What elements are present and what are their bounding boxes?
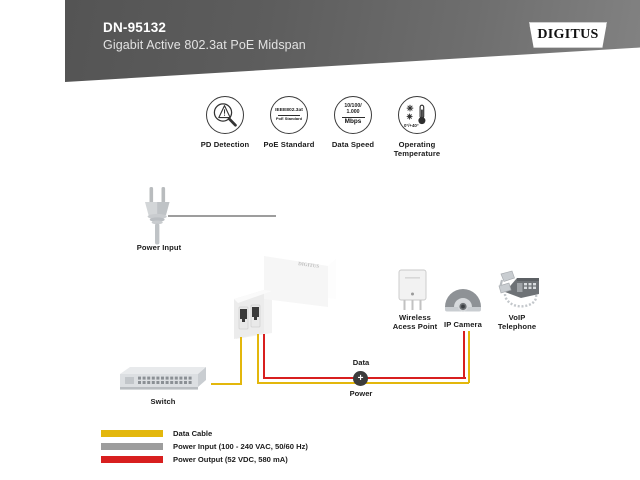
feature-label: Operating Temperature — [394, 140, 441, 159]
power-output-cable-vertical-right — [463, 331, 465, 379]
magnifier-warning-icon — [213, 103, 237, 127]
label-line2: Acess Point — [392, 322, 438, 332]
feature-poe-standard: IEEE802.3at PoE Standard PoE Standard — [260, 96, 318, 162]
data-power-plus-icon: + — [353, 371, 368, 386]
data-cable-device-vertical-left — [257, 334, 259, 383]
data-speed-line1: 10/100/ — [344, 103, 362, 110]
feature-badge — [206, 96, 244, 134]
poe-midspan-device: DIGITUS — [234, 249, 336, 339]
label-line2: Telephone — [497, 322, 537, 332]
feature-data-speed: 10/100/ 1.000 Mbps Data Speed — [324, 96, 382, 162]
power-label: Power — [349, 389, 373, 398]
legend-label: Power Input (100 - 240 VAC, 50/60 Hz) — [173, 442, 308, 451]
feature-label-line2: Temperature — [393, 149, 441, 159]
legend: Data Cable Power Input (100 - 240 VAC, 5… — [101, 428, 308, 467]
feature-icon-row: PD Detection IEEE802.3at PoE Standard Po… — [196, 96, 446, 162]
page-subtitle: Gigabit Active 802.3at PoE Midspan — [103, 38, 306, 52]
page-title: DN-95132 — [103, 20, 167, 35]
data-cable-switch-vertical — [240, 337, 242, 384]
digitus-logo: DIGITUS ® — [529, 22, 607, 48]
data-cable-device-vertical-right — [467, 331, 470, 383]
data-label: Data — [352, 358, 370, 367]
logo-text: DIGITUS — [537, 27, 599, 42]
feature-operating-temperature: 0°/+40° Operating Temperature — [388, 96, 446, 162]
device-label-ip-camera: IP Camera — [444, 320, 482, 329]
legend-swatch-power-input — [101, 443, 163, 450]
data-speed-unit: Mbps — [344, 118, 362, 126]
legend-row: Power Input (100 - 240 VAC, 50/60 Hz) — [101, 441, 308, 452]
switch-label: Switch — [150, 397, 176, 406]
feature-label: PoE Standard — [263, 140, 315, 149]
data-cable-switch-horizontal — [211, 382, 242, 385]
legend-row: Power Output (52 VDC, 580 mA) — [101, 454, 308, 465]
power-plug-icon — [145, 187, 170, 245]
data-speed-line2: 1.000 — [346, 109, 360, 116]
feature-pd-detection: PD Detection — [196, 96, 254, 162]
feature-label-line1: Operating — [398, 140, 436, 149]
feature-label: Data Speed — [331, 140, 375, 149]
feature-badge: IEEE802.3at PoE Standard — [270, 96, 308, 134]
header-banner: DN-95132 Gigabit Active 802.3at PoE Mids… — [65, 0, 640, 82]
poe-standard-line2: PoE Standard — [275, 116, 303, 122]
poe-standard-line1: IEEE802.3at — [275, 107, 303, 113]
feature-badge: 0°/+40° — [398, 96, 436, 134]
legend-swatch-power-output — [101, 456, 163, 463]
legend-label: Data Cable — [173, 429, 213, 438]
label-line1: Wireless — [399, 313, 431, 322]
device-label-access-point: Wireless Acess Point — [386, 313, 444, 332]
label-line1: VoIP — [508, 313, 526, 322]
temperature-range: 0°/+40° — [404, 123, 419, 128]
feature-badge: 10/100/ 1.000 Mbps — [334, 96, 372, 134]
divider — [341, 117, 365, 119]
divider — [277, 114, 300, 116]
power-input-cable — [168, 215, 276, 217]
voip-phone-icon — [498, 270, 539, 308]
feature-label: PD Detection — [200, 140, 250, 149]
access-point-icon — [398, 269, 427, 310]
power-output-cable-vertical-left — [262, 334, 265, 379]
power-input-label: Power Input — [136, 243, 182, 252]
thermometer-icon — [406, 104, 426, 125]
network-switch-icon — [120, 367, 206, 390]
svg-text:DIGITUS: DIGITUS — [298, 262, 320, 270]
legend-row: Data Cable — [101, 428, 308, 439]
ip-camera-icon — [445, 289, 481, 312]
legend-swatch-data-cable — [101, 430, 163, 437]
legend-label: Power Output (52 VDC, 580 mA) — [173, 455, 288, 464]
device-label-voip-phone: VoIP Telephone — [489, 313, 545, 332]
